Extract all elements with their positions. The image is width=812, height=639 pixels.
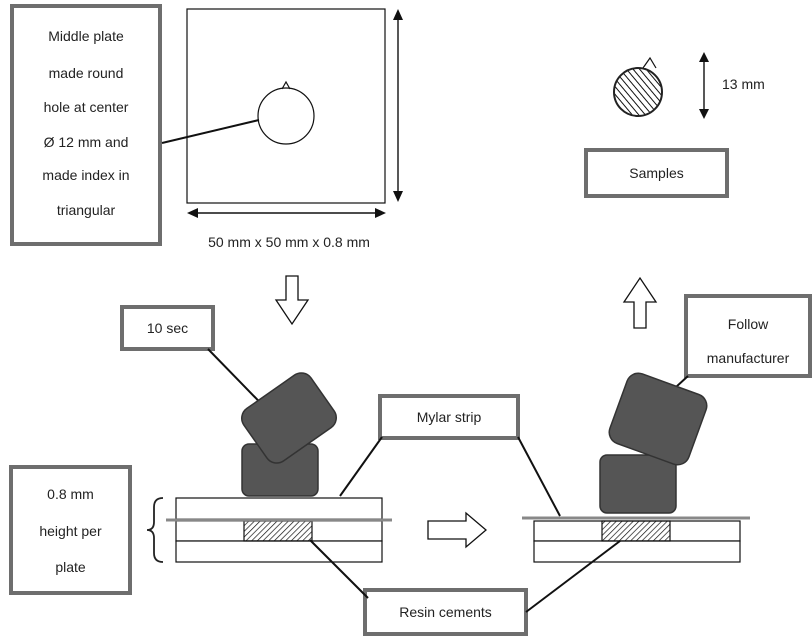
- middle-plate-label-line-5: made index in: [42, 167, 129, 183]
- middle-plate-label-line-6: triangular: [57, 202, 116, 218]
- height-brace: [146, 497, 164, 563]
- cure-time-left-label: 10 sec: [147, 320, 188, 336]
- middle-plate-leader-line: [161, 119, 260, 144]
- light-cure-unit-left: [241, 372, 337, 497]
- middle-plate-label-line-4: Ø 12 mm and: [44, 134, 129, 150]
- cure-time-right-box: Follow manufacturer: [684, 294, 812, 378]
- resin-cement-right: [601, 520, 671, 542]
- sample-size-arrow: [699, 52, 709, 119]
- light-cure-unit-right: [599, 372, 708, 514]
- resin-leader-left: [309, 539, 369, 599]
- down-arrow: [274, 275, 310, 326]
- mylar-leader-right: [517, 436, 561, 517]
- plate-height-label-line-2: height per: [39, 523, 102, 539]
- mold-assembly-right: [522, 516, 750, 563]
- bottom-plate-right: [533, 540, 741, 563]
- bottom-plate-left: [175, 540, 383, 563]
- top-plate-left: [175, 497, 383, 520]
- samples-label-box: Samples: [584, 148, 729, 198]
- mylar-strip-label-box: Mylar strip: [378, 394, 520, 440]
- cure-time-left-box: 10 sec: [120, 305, 215, 351]
- middle-plate-label-line-1: Middle plate: [48, 28, 124, 44]
- middle-plate-label-box: Middle plate made round hole at center Ø…: [10, 4, 162, 246]
- mold-assembly-left: [166, 497, 392, 563]
- sample-index-mark: [642, 56, 657, 69]
- triangular-index: [281, 80, 291, 90]
- plate-height-label-box: 0.8 mm height per plate: [9, 465, 132, 595]
- resin-leader-right: [525, 540, 621, 613]
- center-hole: [257, 87, 315, 145]
- right-arrow: [427, 511, 488, 549]
- up-arrow: [622, 276, 658, 329]
- sample-disc: [613, 67, 663, 117]
- middle-plate-label-line-3: hole at center: [44, 99, 129, 115]
- cure-time-right-label-line-1: Follow: [728, 316, 769, 332]
- mylar-leader-left: [339, 436, 383, 497]
- resin-cements-label: Resin cements: [399, 604, 492, 620]
- plate-dimensions-label: 50 mm x 50 mm x 0.8 mm: [208, 234, 370, 250]
- middle-plate-label-line-2: made round: [49, 65, 124, 81]
- plate-height-label-line-3: plate: [55, 559, 86, 575]
- sample-size-label: 13 mm: [722, 76, 765, 92]
- height-dimension-arrow: [393, 9, 403, 202]
- resin-cements-label-box: Resin cements: [363, 588, 528, 636]
- samples-label: Samples: [629, 165, 683, 181]
- width-dimension-arrow: [187, 208, 386, 218]
- resin-cement-left: [243, 520, 313, 542]
- plate-height-label-line-1: 0.8 mm: [47, 486, 94, 502]
- cure-time-right-label-line-2: manufacturer: [707, 350, 790, 366]
- mylar-strip-label: Mylar strip: [417, 409, 482, 425]
